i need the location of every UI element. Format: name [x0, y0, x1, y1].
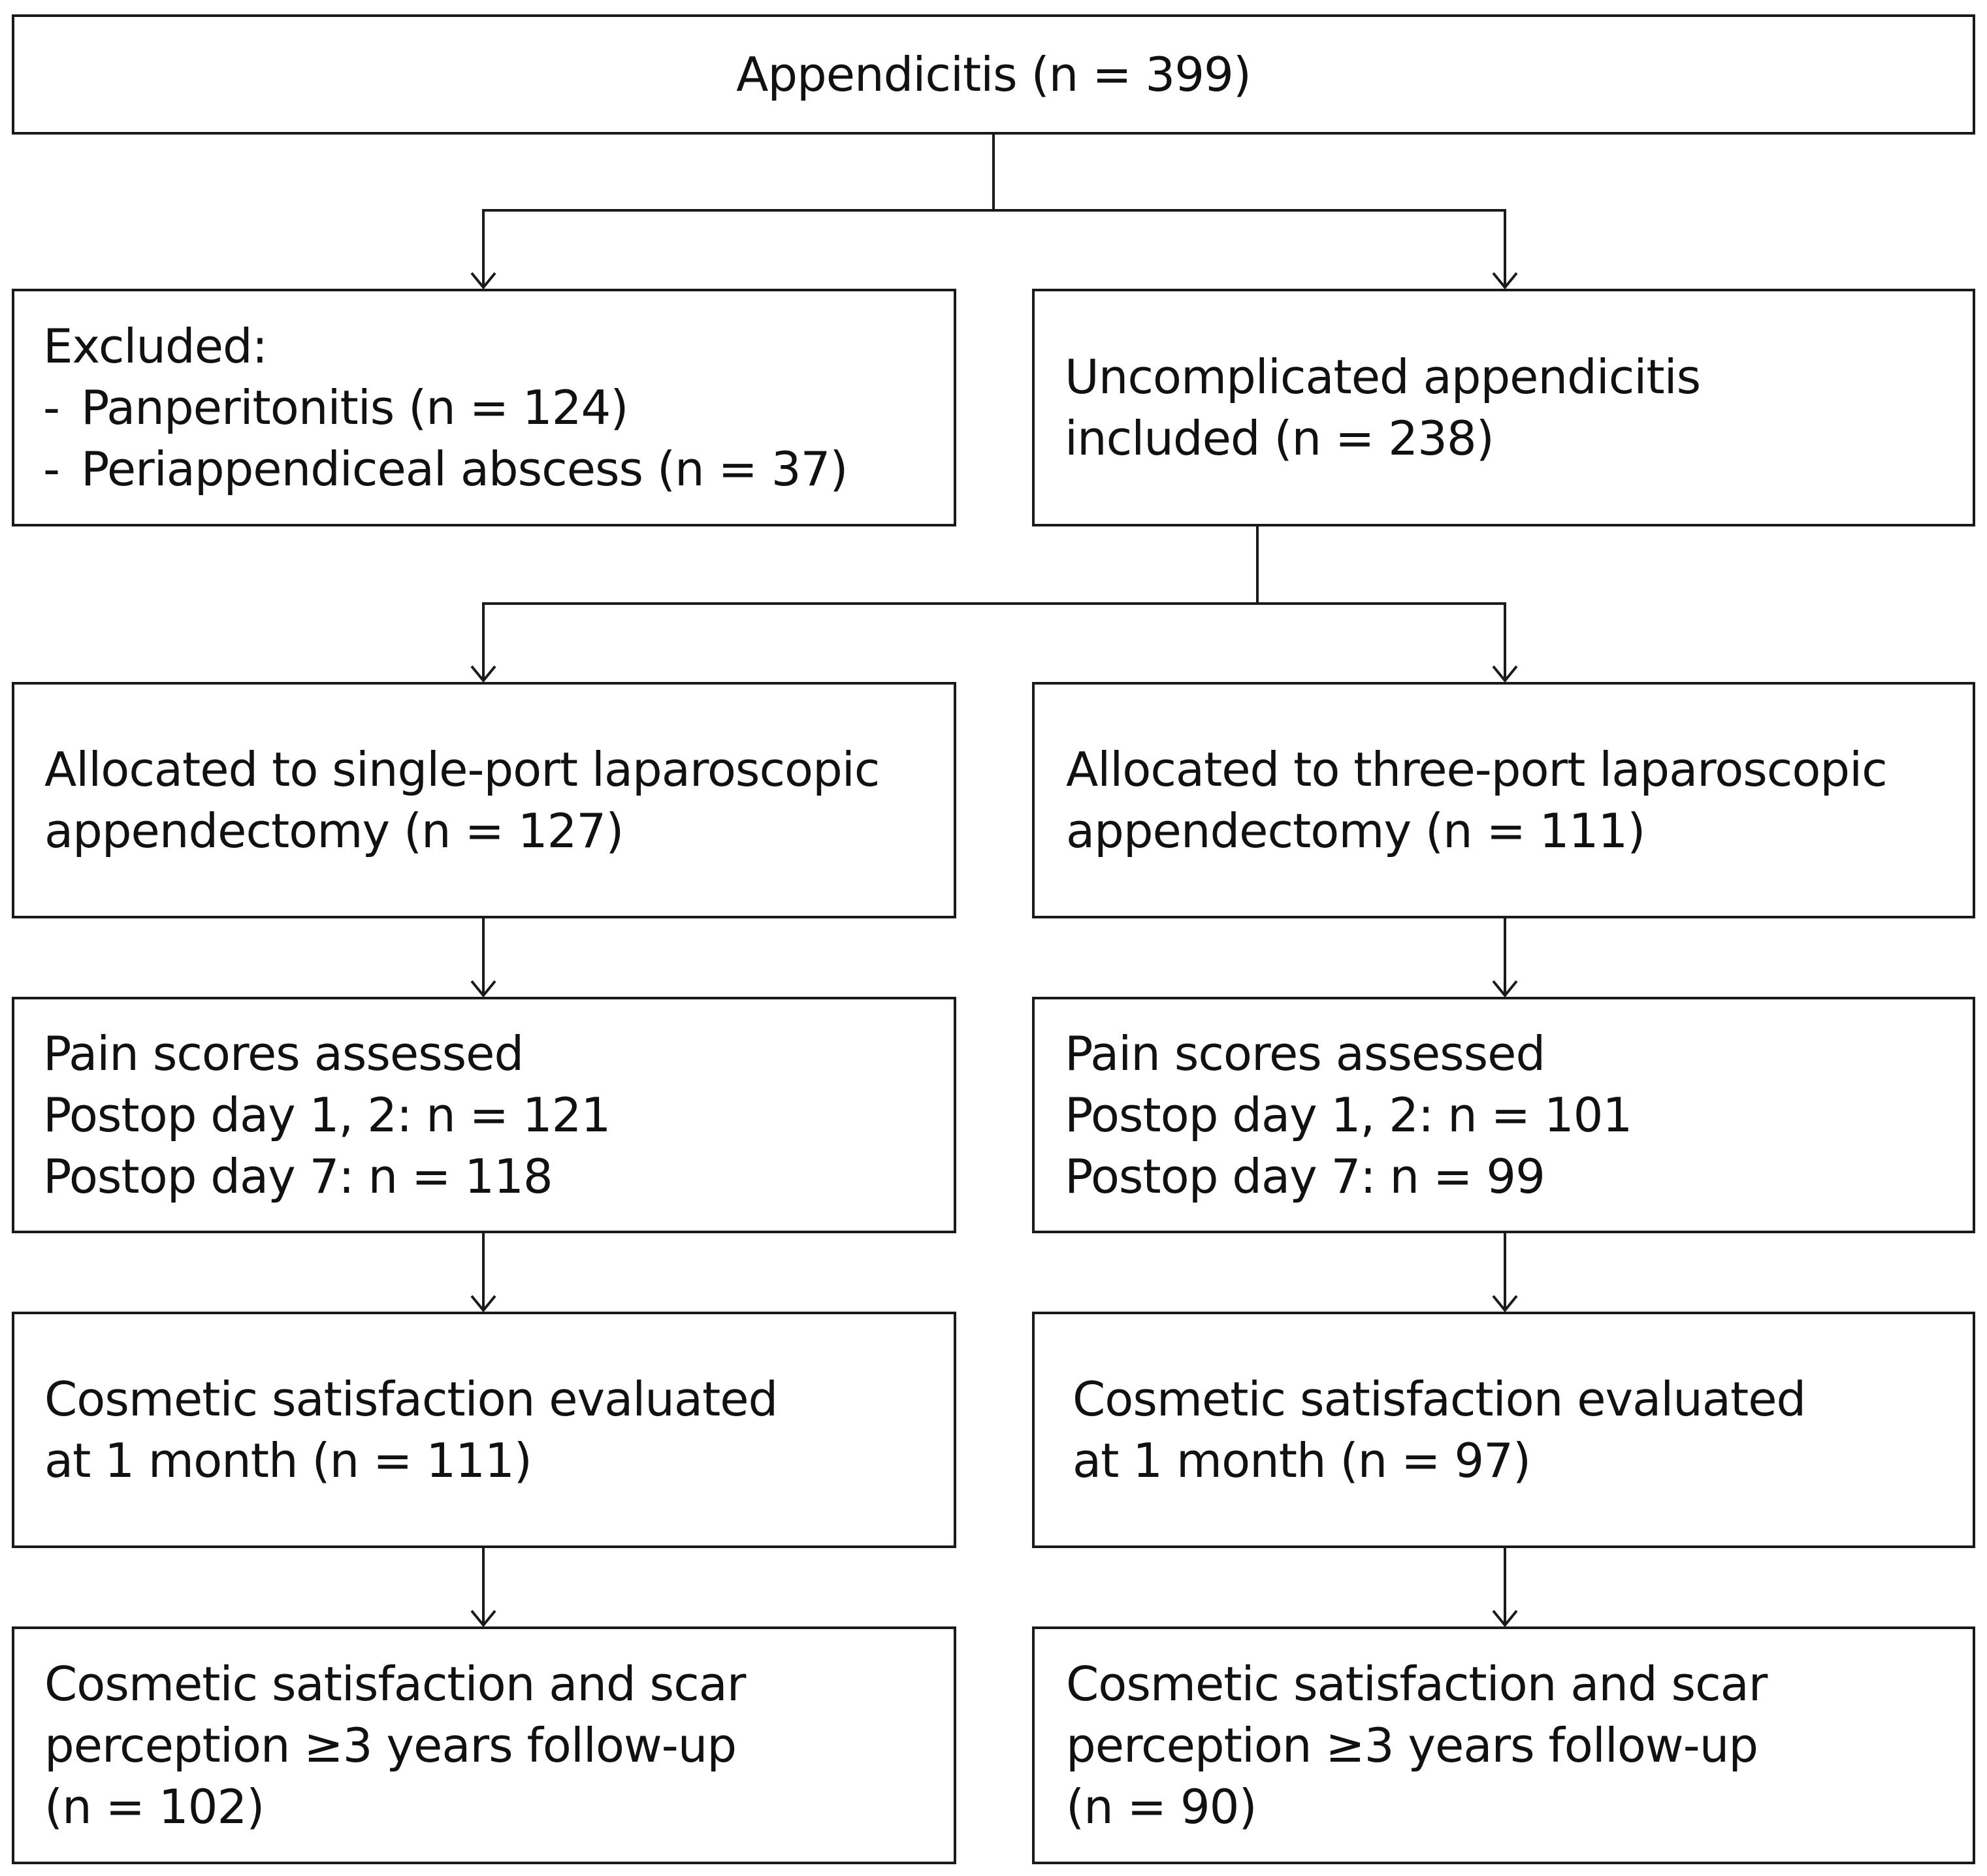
- three-port-pain-line-3: Postop day 7: n = 99: [1065, 1149, 1545, 1204]
- excluded-item-panperitonitis: -Panperitonitis (n = 124): [43, 380, 628, 435]
- excluded-box: Excluded: -Panperitonitis (n = 124) -Per…: [12, 289, 956, 526]
- arrowhead-single-pain: [470, 980, 496, 998]
- excluded-item-abscess: -Periappendiceal abscess (n = 37): [43, 442, 848, 496]
- three-port-followup-box: Cosmetic satisfaction and scar perceptio…: [1032, 1626, 1975, 1864]
- three-port-cosmetic-1m-line-2: at 1 month (n = 97): [1073, 1433, 1531, 1488]
- appendicitis-total-label: Appendicitis (n = 399): [736, 47, 1252, 102]
- three-port-pain-line-2: Postop day 1, 2: n = 101: [1065, 1088, 1632, 1142]
- single-port-cosmetic-1m-line-2: at 1 month (n = 111): [44, 1433, 532, 1488]
- arrowhead-three-followup: [1492, 1609, 1518, 1628]
- arrowhead-single-cosmetic: [470, 1295, 496, 1313]
- excluded-title: Excluded:: [43, 319, 268, 374]
- arrowhead-three-pain: [1492, 980, 1518, 998]
- appendicitis-total-box: Appendicitis (n = 399): [12, 14, 1975, 135]
- single-port-followup-line-3: (n = 102): [44, 1779, 265, 1834]
- arrowhead-single-port: [470, 665, 496, 683]
- three-port-followup-line-2: perception ≥3 years follow-up: [1066, 1718, 1758, 1773]
- single-port-pain-box: Pain scores assessed Postop day 1, 2: n …: [12, 997, 956, 1233]
- included-line-1: Uncomplicated appendicitis: [1065, 349, 1701, 404]
- single-port-cosmetic-1m-line-1: Cosmetic satisfaction evaluated: [44, 1372, 778, 1427]
- three-port-followup-line-1: Cosmetic satisfaction and scar: [1066, 1657, 1768, 1711]
- single-port-allocated-box: Allocated to single-port laparoscopic ap…: [12, 682, 956, 918]
- three-port-pain-line-1: Pain scores assessed: [1065, 1026, 1545, 1081]
- single-port-followup-line-2: perception ≥3 years follow-up: [44, 1718, 737, 1773]
- single-port-followup-line-1: Cosmetic satisfaction and scar: [44, 1657, 746, 1711]
- single-port-followup-box: Cosmetic satisfaction and scar perceptio…: [12, 1626, 956, 1864]
- three-port-followup-line-3: (n = 90): [1066, 1779, 1257, 1834]
- single-port-pain-line-3: Postop day 7: n = 118: [43, 1149, 553, 1204]
- single-port-allocated-line-1: Allocated to single-port laparoscopic: [44, 742, 880, 797]
- three-port-cosmetic-1m-box: Cosmetic satisfaction evaluated at 1 mon…: [1032, 1312, 1975, 1548]
- three-port-allocated-line-2: appendectomy (n = 111): [1066, 803, 1645, 858]
- arrowhead-three-port: [1492, 665, 1518, 683]
- three-port-allocated-line-1: Allocated to three-port laparoscopic: [1066, 742, 1888, 797]
- single-port-allocated-line-2: appendectomy (n = 127): [44, 803, 624, 858]
- three-port-pain-box: Pain scores assessed Postop day 1, 2: n …: [1032, 997, 1975, 1233]
- arrowhead-single-followup: [470, 1609, 496, 1628]
- arrowhead-three-cosmetic: [1492, 1295, 1518, 1313]
- included-line-2: included (n = 238): [1065, 411, 1494, 466]
- three-port-allocated-box: Allocated to three-port laparoscopic app…: [1032, 682, 1975, 918]
- single-port-pain-line-2: Postop day 1, 2: n = 121: [43, 1088, 611, 1142]
- arrowhead-included: [1492, 272, 1518, 290]
- included-box: Uncomplicated appendicitis included (n =…: [1032, 289, 1975, 526]
- single-port-cosmetic-1m-box: Cosmetic satisfaction evaluated at 1 mon…: [12, 1312, 956, 1548]
- arrowhead-excluded: [470, 272, 496, 290]
- single-port-pain-line-1: Pain scores assessed: [43, 1026, 524, 1081]
- three-port-cosmetic-1m-line-1: Cosmetic satisfaction evaluated: [1073, 1372, 1806, 1427]
